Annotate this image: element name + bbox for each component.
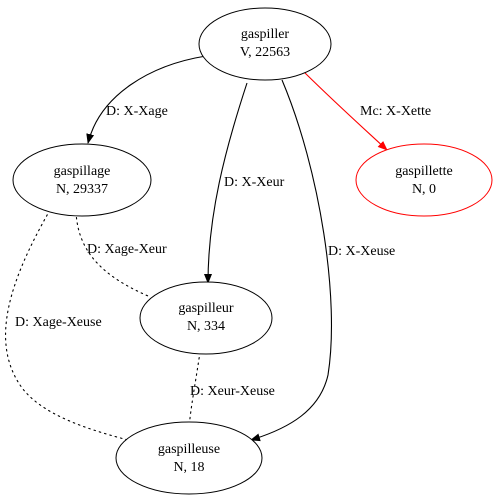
edge-line-xeur <box>204 82 248 284</box>
node-info: N, 334 <box>187 319 225 334</box>
edge-gaspiller-gaspillage: D: X-Xage <box>86 55 207 144</box>
node-gaspilleur[interactable]: gaspilleur N, 334 <box>139 281 273 355</box>
edge-label-xage-xeuse: D: Xage-Xeuse <box>15 315 102 330</box>
edge-line-xage-xeur <box>75 211 149 297</box>
edge-gaspiller-gaspillette: Mc: X-Xette <box>299 67 431 151</box>
node-info: N, 0 <box>412 182 436 197</box>
node-word: gaspiller <box>241 27 290 42</box>
node-word: gaspillette <box>395 164 453 179</box>
edge-gaspiller-gaspilleuse: D: X-Xeuse <box>250 79 395 442</box>
node-shape <box>355 143 493 217</box>
edge-label-xeur: D: X-Xeur <box>224 175 285 190</box>
node-gaspillage[interactable]: gaspillage N, 29337 <box>12 143 152 217</box>
edge-line-xage-xeuse <box>5 209 129 441</box>
node-gaspilleuse[interactable]: gaspilleuse N, 18 <box>115 421 263 495</box>
edge-line-xeur-xeuse <box>188 351 201 429</box>
node-gaspillette[interactable]: gaspillette N, 0 <box>355 143 493 217</box>
edge-label-xeuse: D: X-Xeuse <box>328 244 395 259</box>
edge-line-xage <box>86 55 207 144</box>
edge-gaspillage-gaspilleuse: D: Xage-Xeuse <box>5 209 129 441</box>
node-word: gaspilleuse <box>158 442 220 457</box>
edge-label-xage: D: X-Xage <box>106 104 168 119</box>
edge-label-xeur-xeuse: D: Xeur-Xeuse <box>190 384 275 399</box>
node-info: N, 18 <box>173 460 204 475</box>
node-shape <box>12 143 152 217</box>
edge-gaspilleur-gaspilleuse: D: Xeur-Xeuse <box>188 351 275 429</box>
node-word: gaspilleur <box>178 301 234 316</box>
edge-line-xeuse <box>250 79 332 442</box>
edge-gaspiller-gaspilleur: D: X-Xeur <box>204 82 285 284</box>
node-shape <box>198 7 332 81</box>
node-shape <box>115 421 263 495</box>
node-info: V, 22563 <box>240 45 290 60</box>
edge-gaspillage-gaspilleur: D: Xage-Xeur <box>75 211 167 297</box>
node-info: N, 29337 <box>56 182 108 197</box>
node-gaspiller[interactable]: gaspiller V, 22563 <box>198 7 332 81</box>
edge-label-xage-xeur: D: Xage-Xeur <box>87 242 167 257</box>
edge-line-xette <box>299 67 388 151</box>
node-shape <box>139 281 273 355</box>
node-word: gaspillage <box>54 164 111 179</box>
edge-label-xette: Mc: X-Xette <box>360 104 431 119</box>
